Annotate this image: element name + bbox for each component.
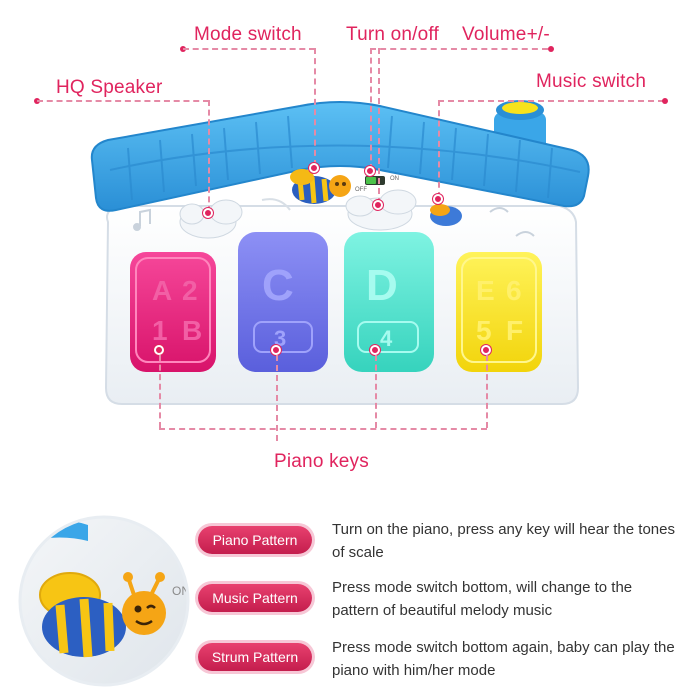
power-line xyxy=(370,48,548,50)
power-dot xyxy=(365,166,375,176)
svg-text:C: C xyxy=(262,261,294,310)
piano-key-4: E 6 5 F xyxy=(456,252,542,372)
key-3-line xyxy=(375,355,377,428)
volume-label: Volume+/- xyxy=(462,24,550,45)
svg-text:4: 4 xyxy=(380,326,393,351)
piano-pattern-badge: Piano Pattern xyxy=(198,526,312,554)
mode-switch-zoom-inset: ON xyxy=(18,515,190,687)
svg-text:2: 2 xyxy=(182,275,198,306)
piano-keys-label: Piano keys xyxy=(274,451,369,472)
strum-pattern-badge: Strum Pattern xyxy=(198,643,312,671)
power-switch: OFF ON xyxy=(355,176,399,193)
switch-on-label: ON xyxy=(390,176,399,182)
key-2-line xyxy=(276,355,278,441)
volume-line-v xyxy=(378,48,380,204)
mode-switch-line xyxy=(183,48,315,50)
piano-keys-line xyxy=(159,428,487,430)
switch-off-label: OFF xyxy=(355,187,367,193)
roof-tiles xyxy=(109,115,581,201)
svg-text:F: F xyxy=(506,315,523,346)
mode-switch-label: Mode switch xyxy=(194,24,302,45)
key-4-dot xyxy=(481,345,491,355)
hq-speaker-line xyxy=(37,100,209,102)
key-1-line xyxy=(159,355,161,428)
music-switch-bird xyxy=(430,204,462,226)
music-notes xyxy=(133,198,535,237)
svg-text:A: A xyxy=(152,275,172,306)
turn-on-off-label: Turn on/off xyxy=(346,24,440,45)
key-2-dot xyxy=(271,345,281,355)
mode-switch-dot xyxy=(309,163,319,173)
key-4-line xyxy=(486,355,488,428)
power-line-end xyxy=(548,46,554,52)
music-switch-line-end xyxy=(662,98,668,104)
svg-text:D: D xyxy=(366,261,398,310)
volume-dot xyxy=(373,200,383,210)
volume-cloud xyxy=(345,189,417,231)
zoom-on-label: ON xyxy=(172,584,190,598)
piano-pattern-description: Turn on the piano, press any key will he… xyxy=(332,521,675,561)
svg-text:5: 5 xyxy=(476,315,492,346)
mode-switch-line-v xyxy=(314,48,316,166)
music-switch-line xyxy=(438,100,664,102)
music-switch-dot xyxy=(433,194,443,204)
music-pattern-description: Press mode switch bottom, will change to… xyxy=(332,579,633,619)
hq-speaker-label: HQ Speaker xyxy=(56,77,163,98)
music-switch-line-v xyxy=(438,100,440,198)
svg-text:1: 1 xyxy=(152,315,168,346)
roof xyxy=(90,101,590,212)
power-line-v xyxy=(370,48,372,170)
speaker-cloud xyxy=(179,199,243,239)
strum-pattern-description: Press mode switch bottom again, baby can… xyxy=(332,639,675,679)
svg-text:6: 6 xyxy=(506,275,522,306)
svg-text:B: B xyxy=(182,315,202,346)
hq-speaker-line-v xyxy=(208,100,210,212)
key-3-dot xyxy=(370,345,380,355)
music-pattern-badge: Music Pattern xyxy=(198,584,312,612)
piano-key-1: A 2 1 B xyxy=(130,252,216,372)
piano-key-2: C 3 xyxy=(238,232,328,372)
piano-key-3: D 4 xyxy=(344,232,434,372)
music-switch-label: Music switch xyxy=(536,71,647,92)
hq-speaker-dot xyxy=(203,208,213,218)
svg-text:E: E xyxy=(476,275,495,306)
key-1-dot xyxy=(154,345,164,355)
toy-piano-illustration: OFF ON A 2 1 B C 3 D 4 E 6 xyxy=(90,100,590,405)
mode-switch-bee xyxy=(290,169,351,204)
svg-text:3: 3 xyxy=(274,326,286,351)
